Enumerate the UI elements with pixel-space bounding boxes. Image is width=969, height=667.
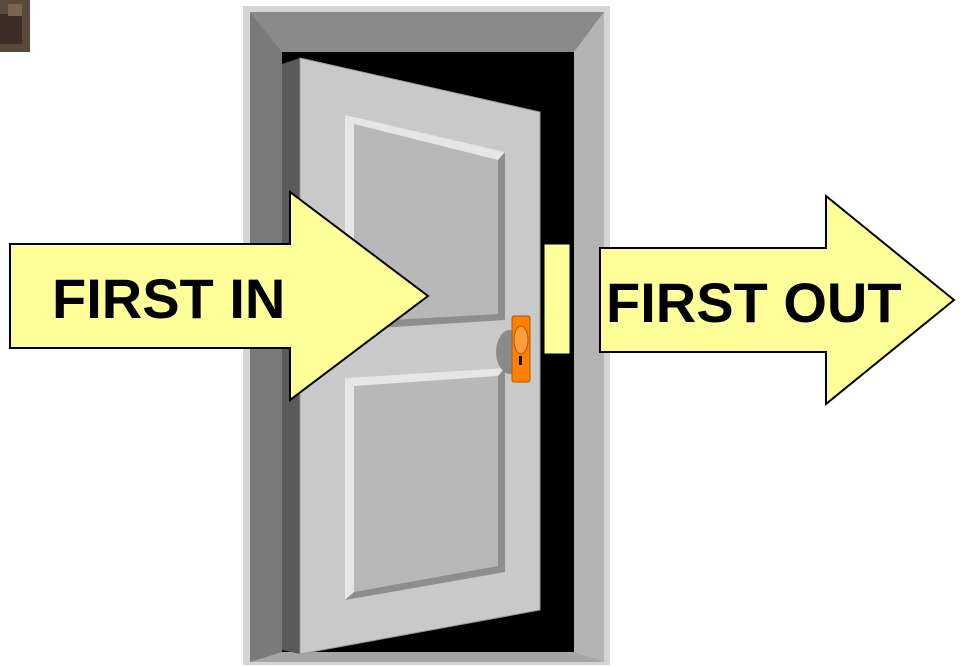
first-out-arrow: FIRST OUT [599, 193, 956, 407]
first-out-label: FIRST OUT [606, 271, 902, 334]
latch-plate [543, 243, 571, 355]
door-knob-icon [496, 315, 531, 383]
first-in-arrow: FIRST IN [9, 189, 430, 403]
avatar-icon [0, 0, 30, 52]
open-door-icon [282, 57, 541, 655]
first-in-label: FIRST IN [52, 267, 285, 330]
